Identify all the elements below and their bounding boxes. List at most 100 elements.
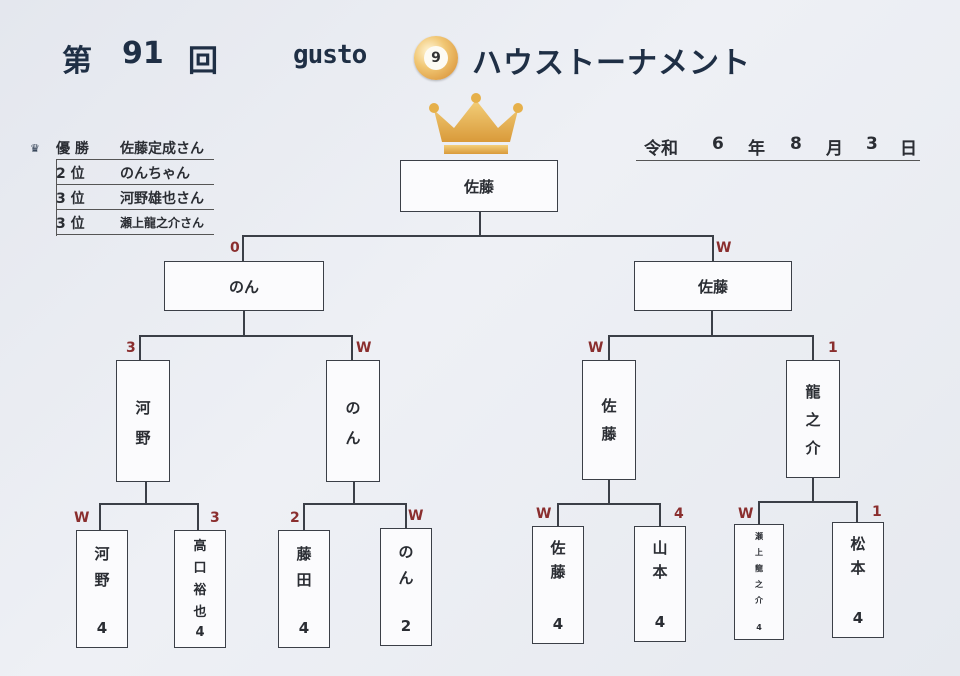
semi-mark: 1 xyxy=(828,340,838,356)
final-left-box: のん xyxy=(164,261,324,311)
title-kai: 回 xyxy=(188,44,218,79)
final-right-box: 佐藤 xyxy=(634,261,792,311)
champion-box: 佐藤 xyxy=(400,160,558,212)
semi-name-char: 之 xyxy=(805,411,821,429)
round1-box: 松 本 4 xyxy=(832,522,884,638)
date-day: 3 xyxy=(866,134,878,154)
round1-mark: W xyxy=(738,506,754,522)
semi-name-char: 介 xyxy=(805,439,821,457)
round1-box: の ん 2 xyxy=(380,528,432,646)
round1-mark: W xyxy=(408,508,424,524)
bracket-line xyxy=(197,503,199,530)
title-event: ハウストーナメント xyxy=(472,46,751,81)
round1-name-char: ん xyxy=(398,569,414,587)
semi-name-char: 龍 xyxy=(805,383,821,401)
title-brand: gusto xyxy=(293,40,367,70)
round1-mark: W xyxy=(74,510,90,526)
bracket-line xyxy=(139,335,141,360)
round1-mark: 3 xyxy=(210,510,220,526)
round1-score: 4 xyxy=(654,613,666,631)
bracket-line xyxy=(145,482,147,504)
semi-box: の ん xyxy=(326,360,380,482)
round1-box: 河 野 4 xyxy=(76,530,128,648)
bracket-line xyxy=(712,235,714,261)
results-rule xyxy=(56,234,214,235)
date-year-unit: 年 xyxy=(748,139,765,159)
round1-name-char: 佐 xyxy=(550,539,566,557)
bracket-line xyxy=(303,503,407,505)
round1-box: 山 本 4 xyxy=(634,526,686,642)
bracket-line xyxy=(608,335,610,360)
round1-name-char: 口 xyxy=(193,561,207,576)
round1-score: 4 xyxy=(756,623,762,632)
bracket-line xyxy=(99,503,101,530)
round1-score: 4 xyxy=(195,625,205,640)
bracket-line xyxy=(812,478,814,502)
bracket-line xyxy=(659,503,661,528)
round1-box: 佐 藤 4 xyxy=(532,526,584,644)
round1-mark: 2 xyxy=(290,510,300,526)
bracket-line xyxy=(758,501,760,526)
round1-mark: W xyxy=(536,506,552,522)
round1-score: 4 xyxy=(96,619,108,637)
round1-name-char: 也 xyxy=(193,605,207,620)
round1-name-char: 野 xyxy=(94,571,110,589)
round1-name-char: 之 xyxy=(755,580,763,589)
round1-name-char: 藤 xyxy=(550,563,566,581)
round1-name-char: 瀬 xyxy=(755,532,763,541)
semi-box: 河 野 xyxy=(116,360,170,482)
bracket-line xyxy=(353,482,355,504)
title-dai: 第 xyxy=(62,44,92,79)
round1-name-char: 河 xyxy=(94,545,110,563)
bracket-line xyxy=(557,503,559,528)
bracket-line xyxy=(608,480,610,504)
bracket-line xyxy=(812,335,814,360)
round1-name-char: 松 xyxy=(850,535,866,553)
final-left-mark: 0 xyxy=(230,240,240,256)
semi-mark: W xyxy=(356,340,372,356)
date-month-unit: 月 xyxy=(826,139,843,159)
date-year: 6 xyxy=(712,134,724,154)
date-era: 令和 xyxy=(644,139,678,159)
round1-name-char: 上 xyxy=(755,548,763,557)
billiard-ball-icon: 9 xyxy=(414,36,458,80)
round1-name-char: 藤 xyxy=(296,545,312,563)
round1-name-char: 裕 xyxy=(193,583,207,598)
bracket-line xyxy=(243,311,245,336)
semi-name-char: ん xyxy=(345,429,361,447)
round1-name-char: 介 xyxy=(755,596,763,605)
semi-name-char: 藤 xyxy=(601,425,617,443)
round1-name-char: 田 xyxy=(296,571,312,589)
bracket-line xyxy=(242,235,244,261)
date-underline xyxy=(636,160,920,161)
round1-name-char: 本 xyxy=(652,563,668,581)
bracket-line xyxy=(242,235,714,237)
title-number: 91 xyxy=(122,36,164,71)
winner-crown-icon: ♛ xyxy=(30,142,40,155)
results-rule xyxy=(56,209,214,210)
round1-mark: 1 xyxy=(872,504,882,520)
semi-mark: 3 xyxy=(126,340,136,356)
champion-name: 佐藤 xyxy=(463,177,494,196)
bracket-line xyxy=(856,501,858,526)
round1-score: 4 xyxy=(552,615,564,633)
final-right-mark: W xyxy=(716,240,732,256)
semi-name-char: の xyxy=(345,399,361,417)
round1-score: 2 xyxy=(400,617,412,635)
bracket-line xyxy=(405,503,407,530)
ball-number: 9 xyxy=(424,46,448,70)
date-month: 8 xyxy=(790,134,802,154)
results-rule xyxy=(56,159,214,160)
round1-name-char: 龍 xyxy=(755,564,763,573)
round1-name-char: 高 xyxy=(193,539,207,554)
date-day-unit: 日 xyxy=(900,139,917,159)
bracket-line xyxy=(479,212,481,236)
semi-name-char: 佐 xyxy=(601,397,617,415)
final-right-name: 佐藤 xyxy=(697,277,728,296)
round1-name-char: 本 xyxy=(850,559,866,577)
round1-box: 藤 田 4 xyxy=(278,530,330,648)
final-left-name: のん xyxy=(228,277,259,296)
semi-mark: W xyxy=(588,340,604,356)
semi-name-char: 河 xyxy=(135,399,151,417)
bracket-line xyxy=(99,503,199,505)
